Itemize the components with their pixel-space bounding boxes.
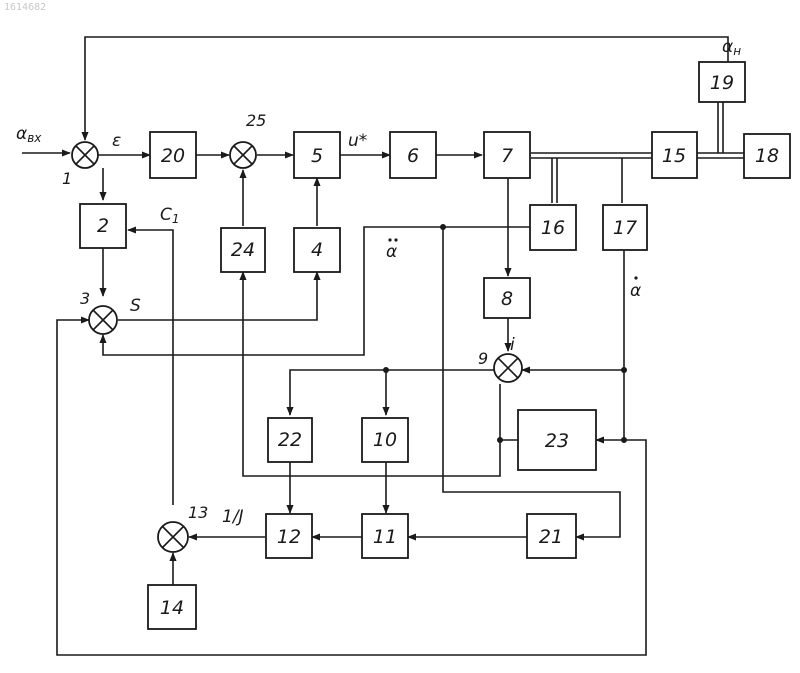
- svg-text:8: 8: [501, 288, 513, 310]
- svg-text:2: 2: [97, 215, 109, 237]
- svg-text:22: 22: [278, 429, 302, 451]
- block-17: 17: [603, 205, 647, 250]
- block-19: 19: [699, 62, 745, 102]
- block-21: 21: [527, 514, 576, 558]
- junction-9-label: 9: [478, 349, 488, 368]
- block-14: 14: [148, 585, 196, 629]
- label-inv-j: 1/J: [222, 507, 244, 527]
- svg-text:16: 16: [541, 217, 565, 239]
- block-10: 10: [362, 418, 408, 462]
- svg-text:12: 12: [277, 526, 301, 548]
- label-c1: C1: [160, 205, 180, 226]
- svg-text:17: 17: [613, 217, 637, 239]
- junction-25-label: 25: [246, 111, 266, 130]
- svg-text:15: 15: [662, 145, 686, 167]
- block-2: 2: [80, 204, 126, 248]
- block-6: 6: [390, 132, 436, 178]
- junction-1-label: 1: [62, 169, 72, 188]
- connections: [22, 37, 728, 655]
- block-23: 23: [518, 410, 596, 470]
- svg-text:α: α: [386, 242, 397, 262]
- block-20: 20: [150, 132, 196, 178]
- junction-1: [72, 142, 98, 168]
- junction-13: [158, 522, 188, 552]
- block-7: 7: [484, 132, 530, 178]
- label-alpha-h: αн: [722, 37, 741, 58]
- block-18: 18: [744, 134, 790, 178]
- label-alpha-ddot: α: [386, 238, 398, 262]
- block-11: 11: [362, 514, 408, 558]
- svg-text:24: 24: [231, 239, 255, 261]
- label-i: i: [510, 335, 515, 355]
- corner-id: 1614682: [4, 2, 46, 13]
- junction-13-label: 13: [188, 503, 208, 522]
- block-24: 24: [221, 228, 265, 272]
- svg-text:5: 5: [311, 145, 323, 167]
- junction-25: [230, 142, 256, 168]
- svg-text:19: 19: [710, 72, 734, 94]
- label-alpha-in: αвх: [16, 124, 42, 145]
- svg-text:14: 14: [160, 597, 184, 619]
- svg-text:10: 10: [373, 429, 397, 451]
- svg-text:α: α: [630, 281, 641, 301]
- svg-text:11: 11: [373, 526, 397, 548]
- block-8: 8: [484, 278, 530, 318]
- block-5: 5: [294, 132, 340, 178]
- label-u-star: u*: [348, 131, 367, 151]
- junction-3: [89, 306, 117, 334]
- mechanical-shaft: [531, 102, 744, 203]
- block-22: 22: [268, 418, 312, 462]
- junction-3-label: 3: [80, 289, 90, 308]
- label-alpha-dot: α: [630, 276, 641, 301]
- junction-9: [494, 354, 522, 382]
- svg-text:18: 18: [755, 145, 779, 167]
- block-4: 4: [294, 228, 340, 272]
- label-epsilon: ε: [112, 131, 121, 151]
- svg-text:6: 6: [407, 145, 419, 167]
- block-12: 12: [266, 514, 312, 558]
- svg-text:4: 4: [311, 239, 323, 261]
- block-16: 16: [530, 205, 576, 250]
- svg-text:7: 7: [501, 145, 513, 167]
- svg-text:21: 21: [539, 526, 563, 548]
- svg-text:23: 23: [545, 430, 569, 452]
- block-15: 15: [652, 132, 697, 178]
- svg-text:20: 20: [161, 145, 185, 167]
- label-s: S: [130, 296, 141, 316]
